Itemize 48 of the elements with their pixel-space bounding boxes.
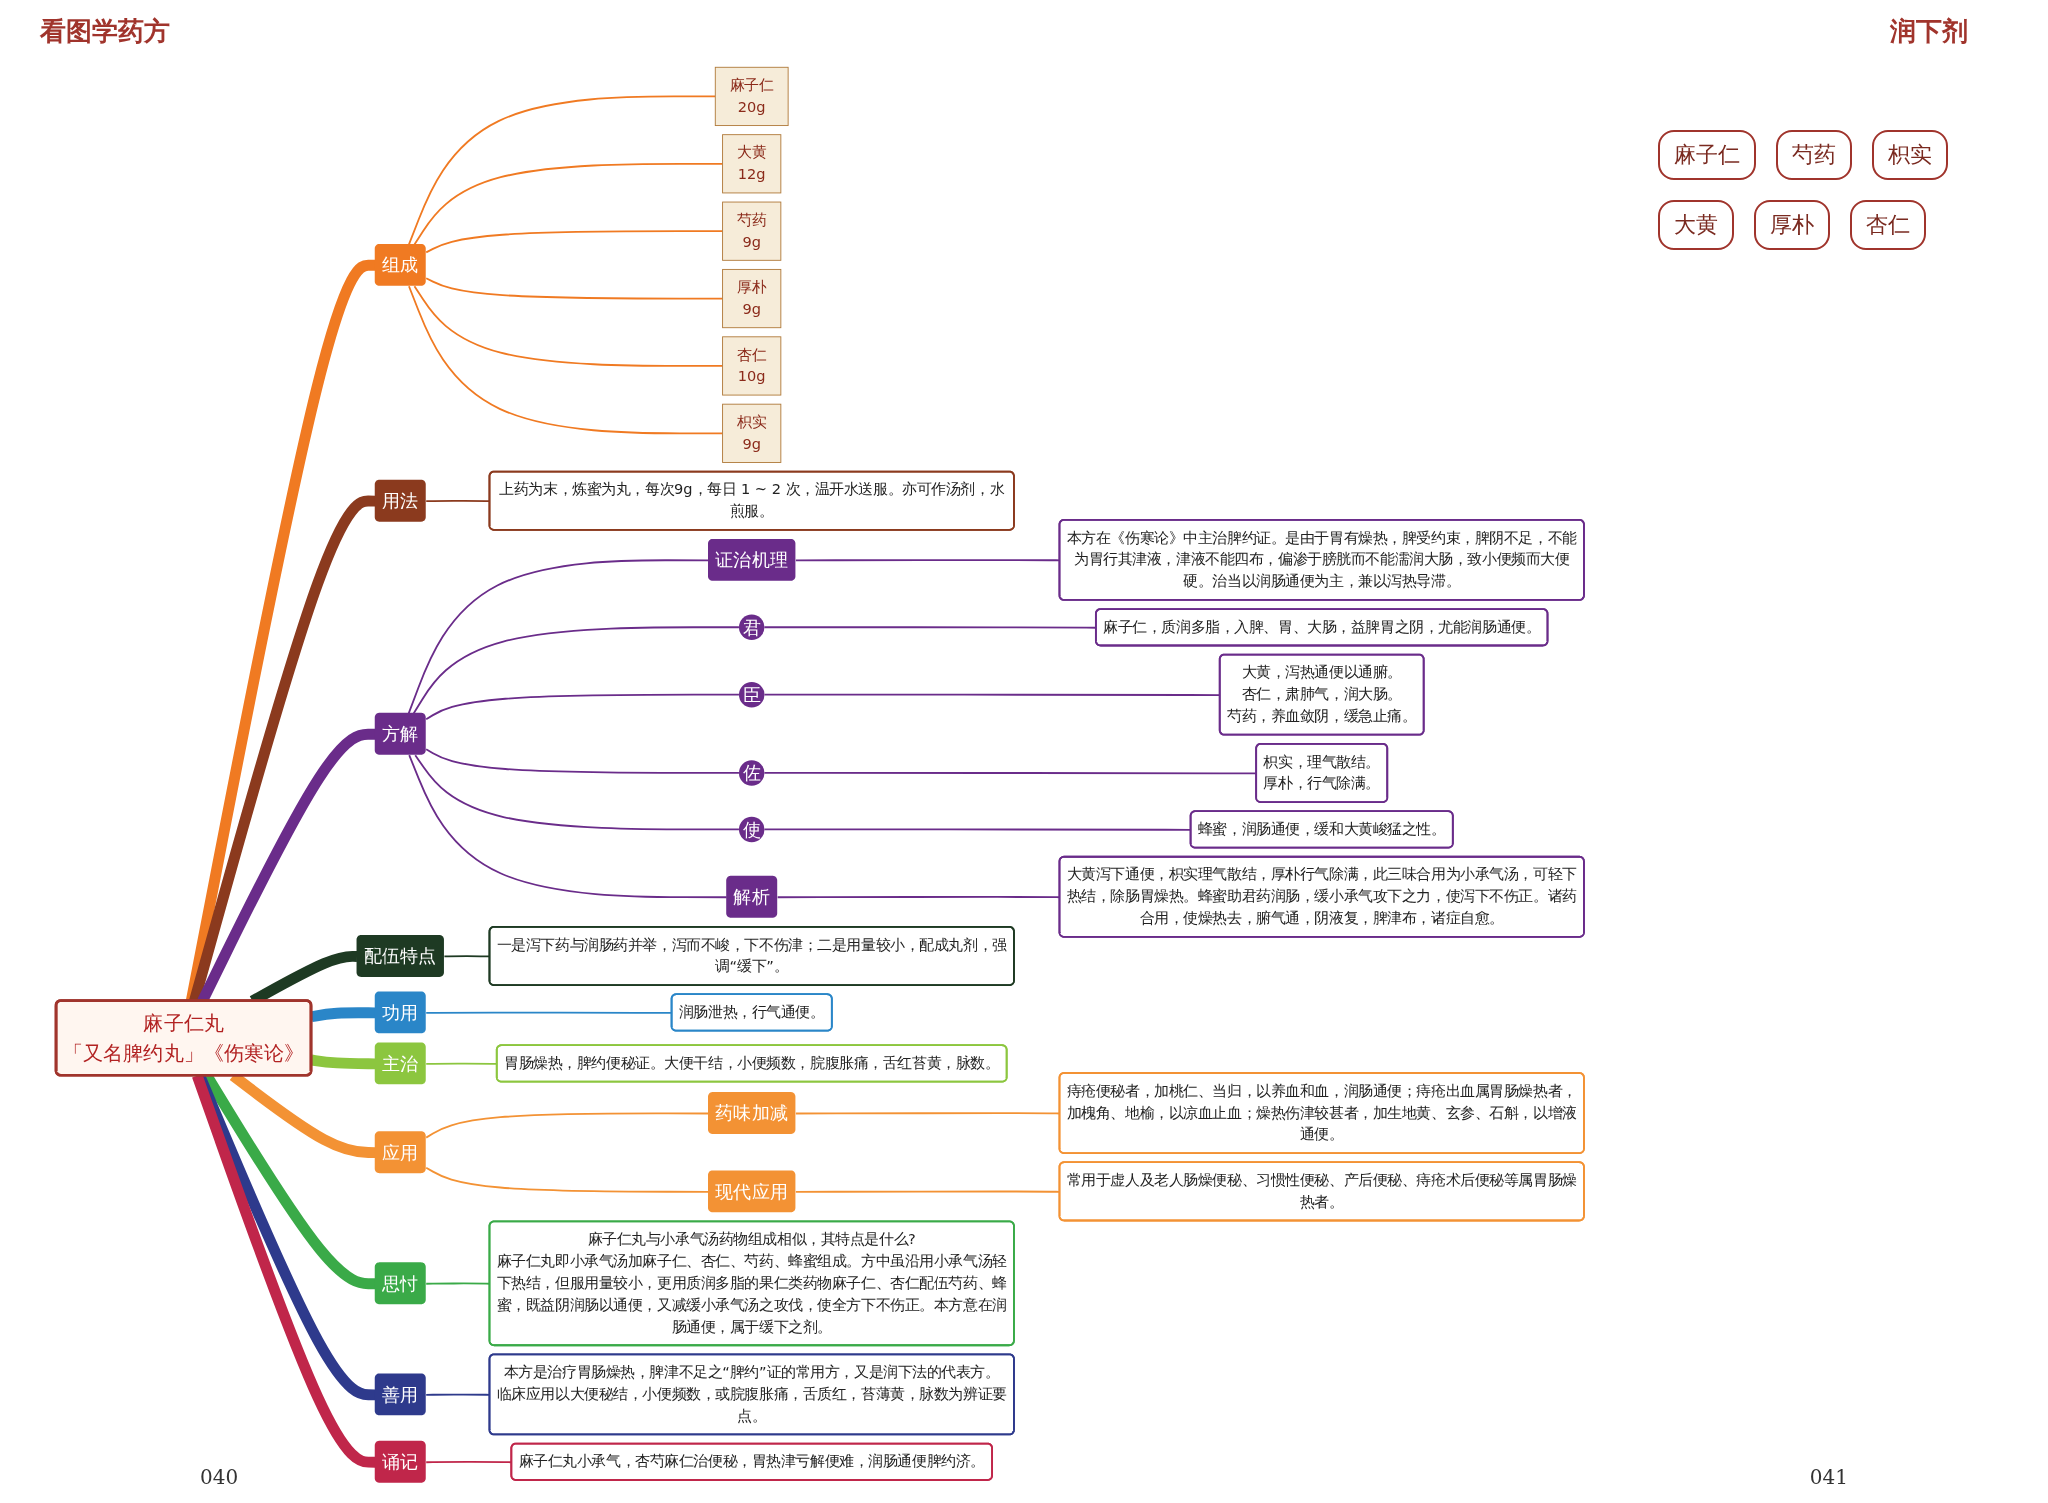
page-number: 041 [1809,1465,1848,1489]
herb-caption: 麻子仁 [1658,130,1756,180]
node-box: 配伍特点 [356,935,444,977]
connector [425,693,740,721]
herb-caption: 厚朴 [1754,200,1830,250]
node-box: 方解 [374,712,426,755]
node-box: 枳实 9g [722,403,782,463]
connector [408,285,724,435]
herb-caption: 杏仁 [1850,200,1926,250]
node-box: 主治 [374,1042,426,1085]
node-box: 诵记 [374,1440,426,1483]
herb-caption: 枳实 [1872,130,1948,180]
node-box: 思忖 [374,1262,426,1305]
node-box: 现代应用 [708,1170,796,1213]
connector [425,277,724,300]
connector [425,1166,710,1193]
node-box: 药味加减 [708,1092,796,1134]
connector [414,754,740,831]
node-box: 证治机理 [708,538,796,581]
node-box: 厚朴 9g [722,268,782,329]
section-heading: 看图学药方 [40,15,170,48]
connector [425,748,740,774]
section-heading: 润下剂 [1890,15,1968,48]
node-box: 解析 [726,875,778,918]
node-circle: 使 [738,816,765,843]
node-circle: 君 [738,614,765,640]
connector [425,1112,710,1139]
page-number: 040 [200,1465,239,1489]
node-box: 善用 [374,1373,426,1416]
connector [413,162,724,246]
node-circle: 臣 [738,681,765,708]
herb-caption: 芍药 [1776,130,1852,180]
node-box: 用法 [374,479,426,522]
node-box: 组成 [374,243,426,286]
node-box: 大黄 12g [722,134,782,194]
node-box: 杏仁 10g [722,336,782,396]
connector [425,230,724,254]
connector [408,754,728,899]
connector [408,95,717,246]
node-box: 芍药 9g [722,201,782,261]
connector [412,626,740,715]
node-box: 麻子仁 20g [714,66,789,126]
herb-caption: 大黄 [1658,200,1734,250]
node-box: 功用 [374,991,426,1034]
connector [407,559,710,715]
node-box: 应用 [374,1131,426,1174]
node-circle: 佐 [738,760,765,786]
connector [413,285,724,367]
